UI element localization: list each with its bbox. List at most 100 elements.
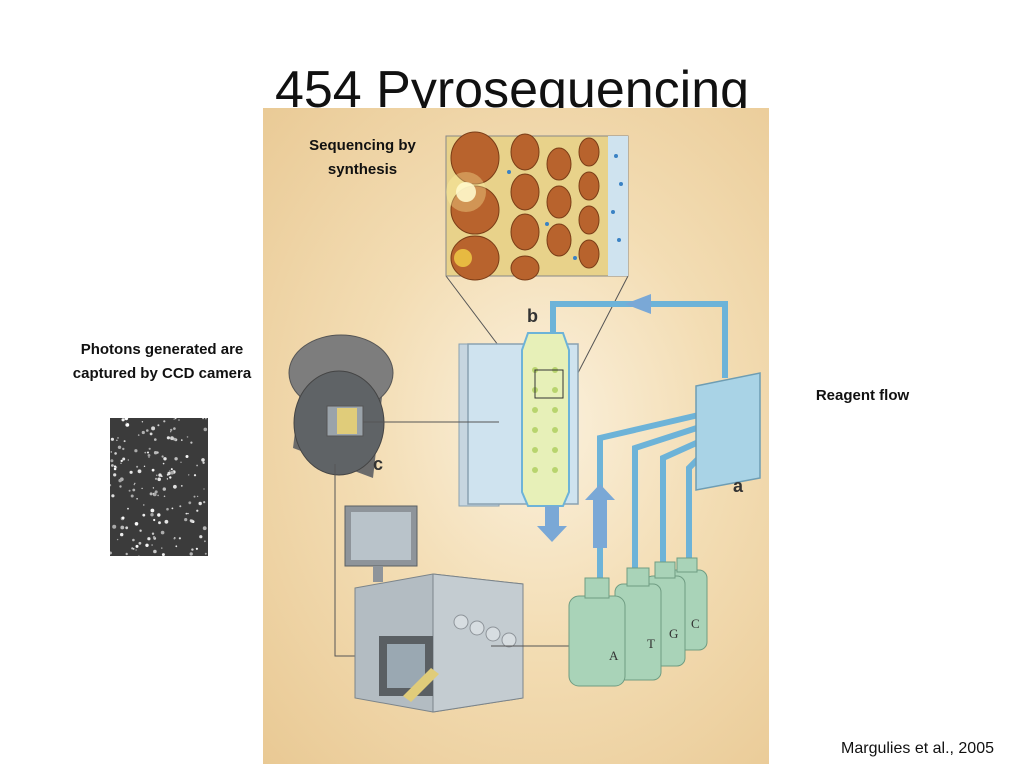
ccd-dot xyxy=(149,492,153,496)
ccd-dot xyxy=(146,429,149,432)
manifold xyxy=(695,372,761,491)
ccd-dot xyxy=(174,457,178,461)
ccd-dot xyxy=(161,553,165,556)
ccd-dot xyxy=(185,455,189,458)
ccd-dot xyxy=(134,522,139,526)
bottle-label-g: G xyxy=(669,626,679,641)
ccd-dot xyxy=(170,468,173,471)
ccd-dot xyxy=(149,432,153,436)
ccd-dot xyxy=(191,548,194,551)
ccd-dot xyxy=(193,474,197,477)
ccd-dot xyxy=(188,501,192,505)
ccd-dot xyxy=(132,488,136,492)
ccd-dot xyxy=(128,489,131,492)
photons-label: Photons generated are captured by CCD ca… xyxy=(72,341,252,382)
ccd-dot xyxy=(153,451,158,455)
reagent-flow-label: Reagent flow xyxy=(815,387,910,404)
ccd-dot xyxy=(150,508,155,513)
ccd-dot xyxy=(144,451,147,454)
bottle-t xyxy=(614,567,662,681)
ccd-dot xyxy=(171,507,174,510)
ccd-dot xyxy=(143,504,145,506)
ccd-dot xyxy=(173,537,176,540)
computer-workstation xyxy=(344,505,524,713)
reagent-tubes xyxy=(597,411,706,578)
ccd-dot xyxy=(131,547,134,550)
bottle-label-a: A xyxy=(609,648,619,663)
ccd-dot xyxy=(123,440,126,443)
ccd-dot xyxy=(151,468,155,472)
ccd-dot xyxy=(153,518,156,522)
ccd-dot xyxy=(152,493,154,495)
ccd-dot xyxy=(145,543,149,547)
ccd-dot xyxy=(136,498,138,500)
ccd-dot xyxy=(150,513,154,517)
ccd-dot xyxy=(116,439,118,441)
ccd-dot xyxy=(157,424,160,427)
ccd-dot xyxy=(118,478,122,483)
ccd-dot xyxy=(161,455,164,458)
ccd-dot xyxy=(117,445,122,449)
ccd-dot xyxy=(203,501,206,504)
ccd-dot xyxy=(185,512,188,515)
ccd-dot xyxy=(169,476,172,479)
ccd-dot xyxy=(153,549,157,554)
ccd-dot xyxy=(180,485,183,487)
ccd-dot xyxy=(111,494,115,498)
ccd-dot xyxy=(127,459,129,461)
ccd-dot xyxy=(148,447,151,450)
ccd-dot xyxy=(166,478,169,480)
ccd-dot xyxy=(160,530,165,535)
reagent-bottles xyxy=(568,557,708,687)
ccd-dot xyxy=(170,428,173,432)
ccd-dot xyxy=(138,541,142,545)
ccd-dot xyxy=(142,513,146,517)
ccd-dot xyxy=(112,524,117,529)
ccd-dot xyxy=(136,465,139,468)
ccd-dot xyxy=(110,437,114,441)
ccd-dot xyxy=(158,473,162,477)
ccd-dot xyxy=(134,449,138,453)
citation: Margulies et al., 2005 xyxy=(841,740,994,757)
ccd-dot xyxy=(205,418,207,420)
ccd-dot xyxy=(125,422,128,424)
ccd-dot xyxy=(164,519,169,524)
ccd-dot xyxy=(152,536,156,539)
ccd-dot xyxy=(141,430,145,435)
ccd-dot xyxy=(147,454,151,457)
ccd-dot xyxy=(121,516,125,520)
outflow-arrow xyxy=(537,506,567,542)
ccd-dot xyxy=(143,465,146,467)
ccd-dot xyxy=(163,420,166,423)
ccd-dot xyxy=(147,451,149,454)
ccd-dot xyxy=(124,418,129,421)
ccd-dot xyxy=(137,469,142,474)
ccd-dot xyxy=(113,473,117,477)
ccd-dot xyxy=(120,532,124,537)
ccd-dot xyxy=(157,494,159,497)
ccd-dot xyxy=(162,462,165,465)
ccd-dot xyxy=(154,490,158,494)
ccd-dot xyxy=(132,538,135,542)
ccd-dot xyxy=(157,513,161,517)
flow-arrow-left xyxy=(625,294,651,314)
ccd-dot xyxy=(110,459,114,463)
ccd-dot xyxy=(110,451,113,453)
ccd-dot xyxy=(203,427,208,432)
ccd-dot xyxy=(138,555,140,556)
ccd-dot xyxy=(125,423,130,427)
ccd-dot xyxy=(202,526,207,531)
ccd-dot xyxy=(110,484,112,487)
label-b: b xyxy=(527,306,538,326)
ccd-dot xyxy=(116,538,119,541)
ccd-dot xyxy=(193,495,196,498)
sequencing-inset xyxy=(445,131,629,281)
ccd-dot xyxy=(152,487,155,489)
ccd-dot xyxy=(141,487,143,490)
ccd-dot xyxy=(178,419,180,421)
ccd-dot xyxy=(110,551,112,555)
flow-cell xyxy=(521,332,570,507)
ccd-dot xyxy=(179,505,182,508)
ccd-dot xyxy=(125,552,128,556)
ccd-dots-svg xyxy=(110,418,208,556)
